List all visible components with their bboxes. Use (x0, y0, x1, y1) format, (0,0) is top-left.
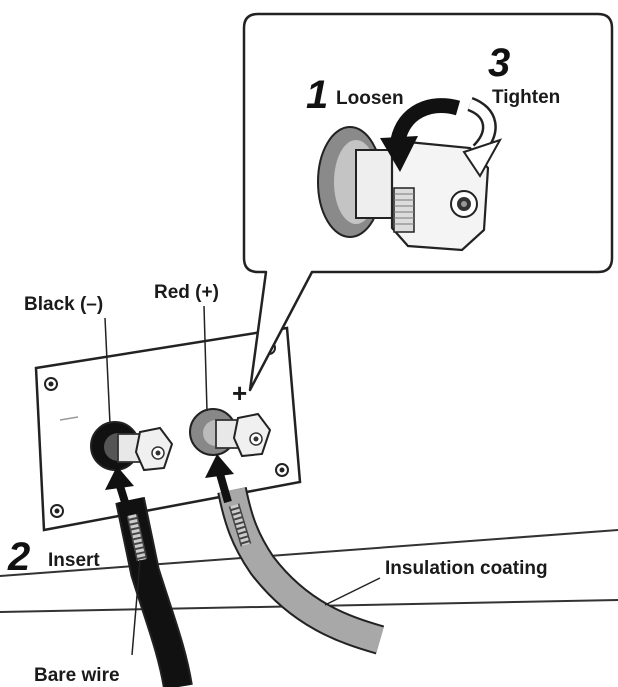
plate-marking (59, 416, 79, 421)
step-2-number: 2 (7, 535, 30, 579)
black-terminal (90, 421, 174, 472)
bare-wire-label: Bare wire (34, 665, 120, 686)
step-1-number: 1 (306, 73, 328, 117)
loosen-label: Loosen (336, 88, 404, 109)
black-leader-line (104, 317, 111, 425)
red-cable (217, 486, 385, 655)
plate-screw (44, 377, 58, 391)
insert-arrow-black (105, 466, 134, 514)
tighten-label: Tighten (492, 87, 560, 108)
black-cable (115, 496, 193, 687)
plate-screw (275, 463, 289, 477)
insert-label: Insert (48, 550, 100, 571)
black-terminal-label: Black (–) (24, 294, 103, 315)
insulation-leader-line (324, 577, 381, 606)
insulation-coating-label: Insulation coating (385, 558, 548, 579)
red-terminal (189, 408, 272, 458)
bare-wire-leader-line (131, 559, 141, 656)
plate-screw (50, 504, 64, 518)
step-3-number: 3 (488, 41, 510, 85)
red-terminal-label: Red (+) (154, 282, 219, 303)
red-leader-line (203, 305, 208, 412)
insert-arrow-red (205, 454, 234, 504)
knurled-band (393, 187, 415, 233)
loosen-arrow (380, 98, 461, 172)
plus-sign-label: + (232, 378, 247, 408)
tighten-arrow (462, 96, 503, 178)
